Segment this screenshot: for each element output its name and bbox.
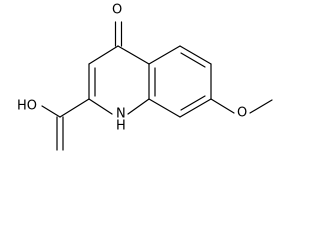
methoxy-oxygen-label: O [237, 106, 247, 121]
bond-n1-c8a [127, 98, 150, 115]
bond-c5-c6 [179, 45, 212, 65]
bond-c5-c6-inner [180, 52, 206, 68]
bond-c2-cooh [59, 98, 90, 118]
molecule-structure: O HO N H O [17, 3, 273, 151]
ring-nitrogen-n-label: N [116, 107, 126, 122]
hydroxyl-label: HO [17, 99, 37, 114]
bond-c7-c8 [179, 98, 212, 118]
atom-labels: O HO N H O [17, 3, 247, 134]
bond-cooh-oh [41, 105, 61, 118]
bond-c7-o [210, 98, 235, 114]
bond-c7-c8-inner [180, 95, 206, 111]
ring-nitrogen-h-label: H [116, 119, 126, 134]
carbonyl-oxygen-label: O [112, 3, 122, 18]
bond-c8-c8a [148, 98, 181, 118]
bond-o-ch3 [249, 99, 273, 114]
bond-c4-c4a [117, 45, 150, 65]
bond-c4-c3 [88, 45, 119, 65]
bond-c2-n1 [88, 98, 113, 115]
bond-lines [41, 21, 273, 151]
bond-c4a-c5 [148, 45, 181, 65]
